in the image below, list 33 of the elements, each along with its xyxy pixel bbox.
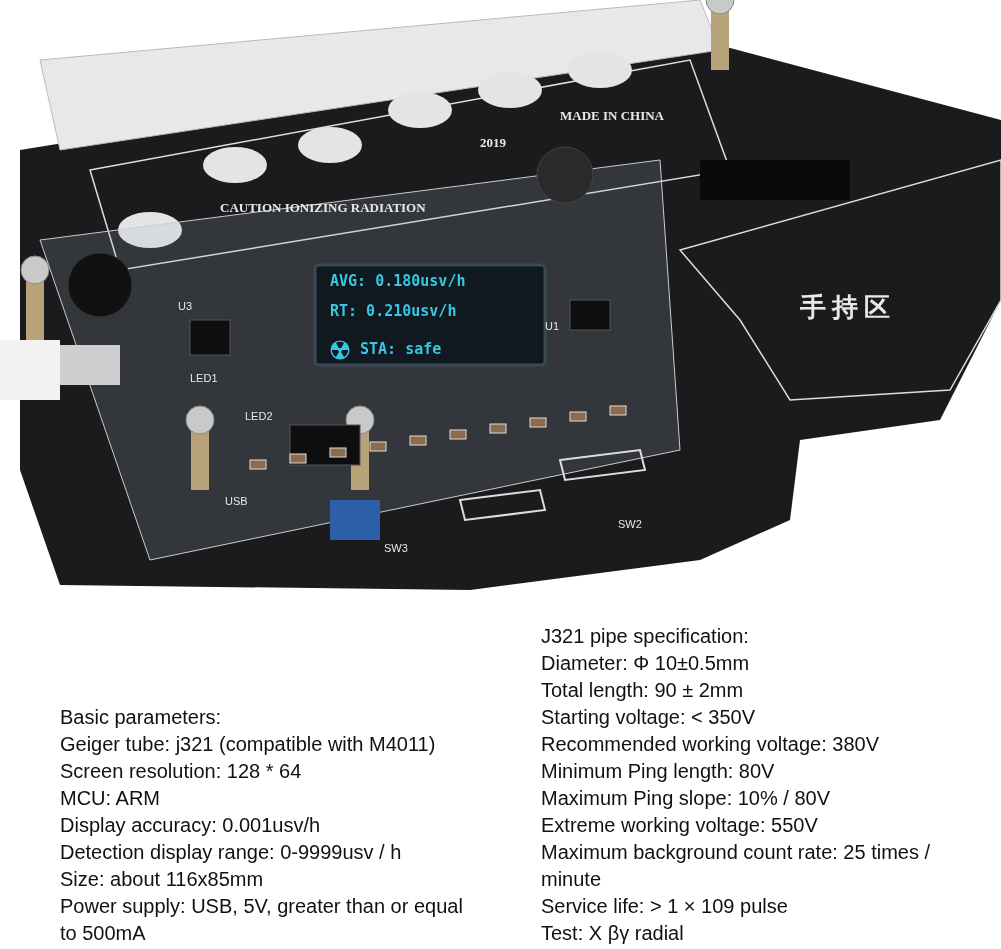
spec-line: Geiger tube: j321 (compatible with M4011) <box>60 732 436 757</box>
component-label: LED2 <box>245 410 273 422</box>
component-label: LED1 <box>190 372 218 384</box>
spec-heading: Basic parameters: <box>60 705 222 730</box>
component-label: U3 <box>178 300 193 312</box>
component-label: U1 <box>545 320 560 332</box>
spec-line: MCU: ARM <box>60 786 160 811</box>
spec-line: Test: X βγ radial <box>541 921 684 946</box>
spec-line: Display accuracy: 0.001usv/h <box>60 813 321 838</box>
year-marking: 2019 <box>480 135 506 151</box>
spec-line: Recommended working voltage: 380V <box>541 732 879 757</box>
spec-line: Minimum Ping length: 80V <box>541 759 775 784</box>
spec-line: Extreme working voltage: 550V <box>541 813 818 838</box>
screen-status: STA: safe <box>360 340 442 358</box>
spec-line: Screen resolution: 128 * 64 <box>60 759 302 784</box>
spec-line: Starting voltage: < 350V <box>541 705 756 730</box>
spec-line: Size: about 116x85mm <box>60 867 264 892</box>
spec-line: Maximum background count rate: 25 times / minute <box>541 840 932 892</box>
spec-line: Power supply: USB, 5V, greater than or equal to 500mA <box>60 894 464 946</box>
warning-text: CAUTION IONIZING RADIATION <box>220 200 426 216</box>
component-label: SW2 <box>618 518 642 530</box>
origin-marking: MADE IN CHINA <box>560 108 664 124</box>
spec-line: Maximum Ping slope: 10% / 80V <box>541 786 831 811</box>
screen-reading: AVG: 0.180usv/h <box>330 272 466 290</box>
spec-heading: J321 pipe specification: <box>541 624 749 649</box>
spec-line: Service life: > 1 × 109 pulse <box>541 894 788 919</box>
spec-line: Detection display range: 0-9999usv / h <box>60 840 402 865</box>
grip-area-text: 手持区 <box>800 292 896 324</box>
spec-line: Total length: 90 ± 2mm <box>541 678 744 703</box>
screen-reading: RT: 0.210usv/h <box>330 302 457 320</box>
component-label: SW3 <box>384 542 408 554</box>
spec-line: Diameter: Φ 10±0.5mm <box>541 651 750 676</box>
component-label: USB <box>225 495 248 507</box>
